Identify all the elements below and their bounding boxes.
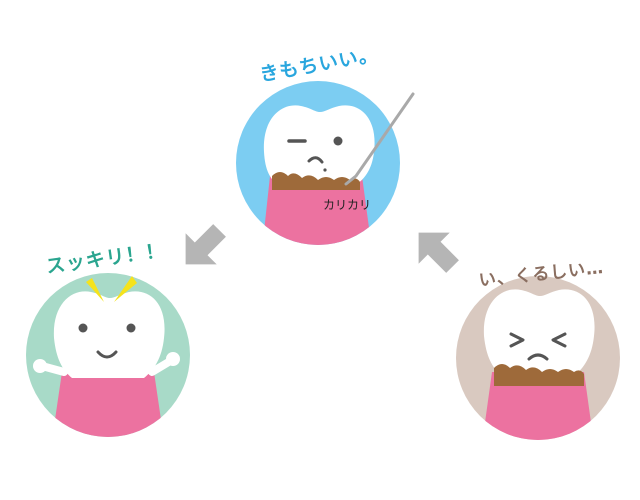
clean-tooth-icon <box>26 273 190 437</box>
right-mouth <box>527 353 549 361</box>
suffering-tooth-icon <box>456 276 620 440</box>
tooth-scaling-icon <box>236 81 415 245</box>
scrape-caption: カリカリ <box>323 198 372 212</box>
top-shirt <box>262 176 372 245</box>
top-plaque <box>272 172 360 190</box>
left-tooth <box>53 291 165 378</box>
right-shirt <box>482 372 594 440</box>
arrow-down-left-icon <box>185 224 226 265</box>
top-open-eye <box>333 136 343 146</box>
left-shirt <box>52 372 164 437</box>
sparkle-icon-left <box>86 278 104 302</box>
scaler-tool-icon <box>344 92 415 186</box>
top-tooth <box>263 105 375 186</box>
left-eye-left <box>78 323 88 333</box>
right-tooth <box>483 289 595 376</box>
right-eye-left <box>509 332 525 348</box>
left-mouth <box>96 350 118 359</box>
sparkle-icon-right <box>114 276 137 302</box>
right-eye-right <box>551 332 567 348</box>
top-mouth <box>307 156 324 164</box>
right-plaque <box>494 364 584 386</box>
left-eye-right <box>126 323 136 333</box>
arrow-up-left-icon <box>418 232 459 273</box>
top-sweat <box>323 168 327 172</box>
